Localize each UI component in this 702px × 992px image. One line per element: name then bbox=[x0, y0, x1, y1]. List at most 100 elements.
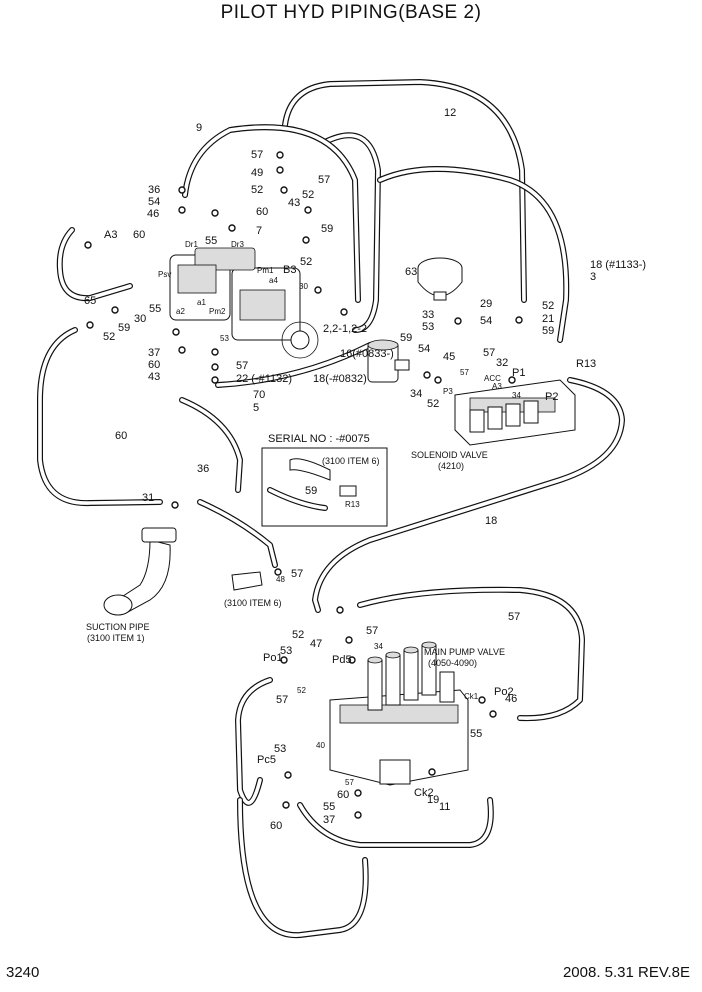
callout-18-1133: 18 (#1133-) bbox=[590, 259, 646, 271]
callout-40: 40 bbox=[316, 741, 325, 750]
callout-60: 60 bbox=[337, 789, 349, 801]
callout-36: 36 bbox=[148, 184, 160, 196]
callout-5: 5 bbox=[253, 402, 259, 414]
callout-37: 37 bbox=[148, 347, 160, 359]
callout-po1: Po1 bbox=[263, 652, 283, 664]
callout-57: 57 bbox=[345, 778, 354, 787]
callout-59: 59 bbox=[321, 223, 333, 235]
callout-57: 57 bbox=[251, 149, 263, 161]
item6-label-b: (3100 ITEM 6) bbox=[224, 598, 282, 608]
callout-55: 55 bbox=[149, 303, 161, 315]
suction-pipe bbox=[103, 527, 263, 616]
callout-49: 49 bbox=[251, 167, 263, 179]
callout-22-1132: 22 (-#1132) bbox=[236, 373, 292, 385]
accumulator bbox=[417, 257, 463, 301]
callout-57: 57 bbox=[291, 568, 303, 580]
callout-46: 46 bbox=[147, 208, 159, 220]
callout-63: 63 bbox=[405, 266, 417, 278]
callout-53: 53 bbox=[274, 743, 286, 755]
revision-date: 2008. 5.31 REV.8E bbox=[562, 964, 690, 981]
item6-label-a: (3100 ITEM 6) bbox=[322, 456, 380, 466]
main-control-valve bbox=[329, 641, 469, 786]
callout-45: 45 bbox=[443, 351, 455, 363]
callout-a4: a4 bbox=[269, 276, 278, 285]
callout-32: 32 bbox=[496, 357, 508, 369]
callout-30: 30 bbox=[299, 282, 308, 291]
callout-36: 36 bbox=[197, 463, 209, 475]
callout-p3: P3 bbox=[443, 387, 453, 396]
mainpump-label-1: MAIN PUMP VALVE bbox=[424, 647, 505, 657]
callout-54: 54 bbox=[148, 196, 160, 208]
callout-47: 47 bbox=[310, 638, 322, 650]
hose-lines bbox=[37, 79, 625, 939]
callout-43: 43 bbox=[148, 371, 160, 383]
callout-60: 60 bbox=[148, 359, 160, 371]
callout-52: 52 bbox=[297, 686, 306, 695]
mainpump-label-2: (4050-4090) bbox=[428, 658, 477, 668]
callout-dr1: Dr1 bbox=[185, 240, 198, 249]
callout-46: 46 bbox=[505, 693, 517, 705]
callout-59: 59 bbox=[118, 322, 130, 334]
serial-callout-r13: R13 bbox=[345, 500, 360, 509]
callout-57: 57 bbox=[366, 625, 378, 637]
callout-psv: Psv bbox=[158, 270, 171, 279]
page-title: PILOT HYD PIPING(BASE 2) bbox=[220, 2, 482, 23]
callout-a3: A3 bbox=[104, 229, 117, 241]
line-filter bbox=[367, 339, 410, 383]
callout-pd5: Pd5 bbox=[332, 654, 352, 666]
callout-acc: ACC bbox=[484, 374, 501, 383]
callout-53: 53 bbox=[220, 334, 229, 343]
callout-34: 34 bbox=[374, 642, 383, 651]
fittings bbox=[84, 151, 523, 819]
callout-pm2: Pm2 bbox=[209, 307, 226, 316]
callout-a2: a2 bbox=[176, 307, 185, 316]
solenoid-label-2: (4210) bbox=[438, 461, 464, 471]
callout-55: 55 bbox=[205, 235, 217, 247]
callout-53: 53 bbox=[280, 645, 292, 657]
callout-55: 55 bbox=[323, 801, 335, 813]
callout-54: 54 bbox=[480, 315, 492, 327]
callout-ck1: Ck1 bbox=[464, 692, 479, 701]
callout-52: 52 bbox=[300, 256, 312, 268]
callout-60: 60 bbox=[270, 820, 282, 832]
callout-2-2-1-2-2: 2,2-1,2-2 bbox=[323, 323, 367, 335]
callout-34: 34 bbox=[410, 388, 422, 400]
callout-57: 57 bbox=[236, 360, 248, 372]
callout-52: 52 bbox=[292, 629, 304, 641]
callout-p2: P2 bbox=[545, 391, 558, 403]
callout-po2: Po2 bbox=[494, 686, 514, 698]
callout-12: 12 bbox=[444, 107, 456, 119]
callout-60: 60 bbox=[256, 206, 268, 218]
callout-34: 34 bbox=[512, 391, 521, 400]
callout-37: 37 bbox=[323, 814, 335, 826]
callout-dr3: Dr3 bbox=[231, 240, 244, 249]
serial-label: SERIAL NO : -#0075 bbox=[268, 433, 370, 445]
callout-ck2: Ck2 bbox=[414, 787, 434, 799]
suction-label-1: SUCTION PIPE bbox=[86, 622, 150, 632]
suction-label-2: (3100 ITEM 1) bbox=[87, 633, 145, 643]
callout-18-0832: 18(-#0832) bbox=[313, 373, 367, 385]
callout-54: 54 bbox=[418, 343, 430, 355]
callout-57: 57 bbox=[483, 347, 495, 359]
callout-57: 57 bbox=[508, 611, 520, 623]
solenoid-label-1: SOLENOID VALVE bbox=[411, 450, 488, 460]
callout-52: 52 bbox=[251, 184, 263, 196]
callout-55: 55 bbox=[470, 728, 482, 740]
callout-9: 9 bbox=[196, 122, 202, 134]
page-number: 3240 bbox=[6, 964, 40, 981]
callout-59: 59 bbox=[400, 332, 412, 344]
callout-7: 7 bbox=[256, 225, 262, 237]
callout-21: 21 bbox=[542, 313, 554, 325]
callout-48: 48 bbox=[276, 575, 285, 584]
callout-18: 18 bbox=[485, 515, 497, 527]
callout-19: 19 bbox=[427, 794, 439, 806]
callout-60: 60 bbox=[115, 430, 127, 442]
callout-pm1: Pm1 bbox=[257, 266, 274, 275]
annotations: SERIAL NO : -#0075 (3100 ITEM 6) 59 R13 … bbox=[86, 433, 505, 668]
callout-52: 52 bbox=[542, 300, 554, 312]
callout-a3: A3 bbox=[492, 382, 502, 391]
callout-a1: a1 bbox=[197, 298, 206, 307]
callout-57: 57 bbox=[276, 694, 288, 706]
